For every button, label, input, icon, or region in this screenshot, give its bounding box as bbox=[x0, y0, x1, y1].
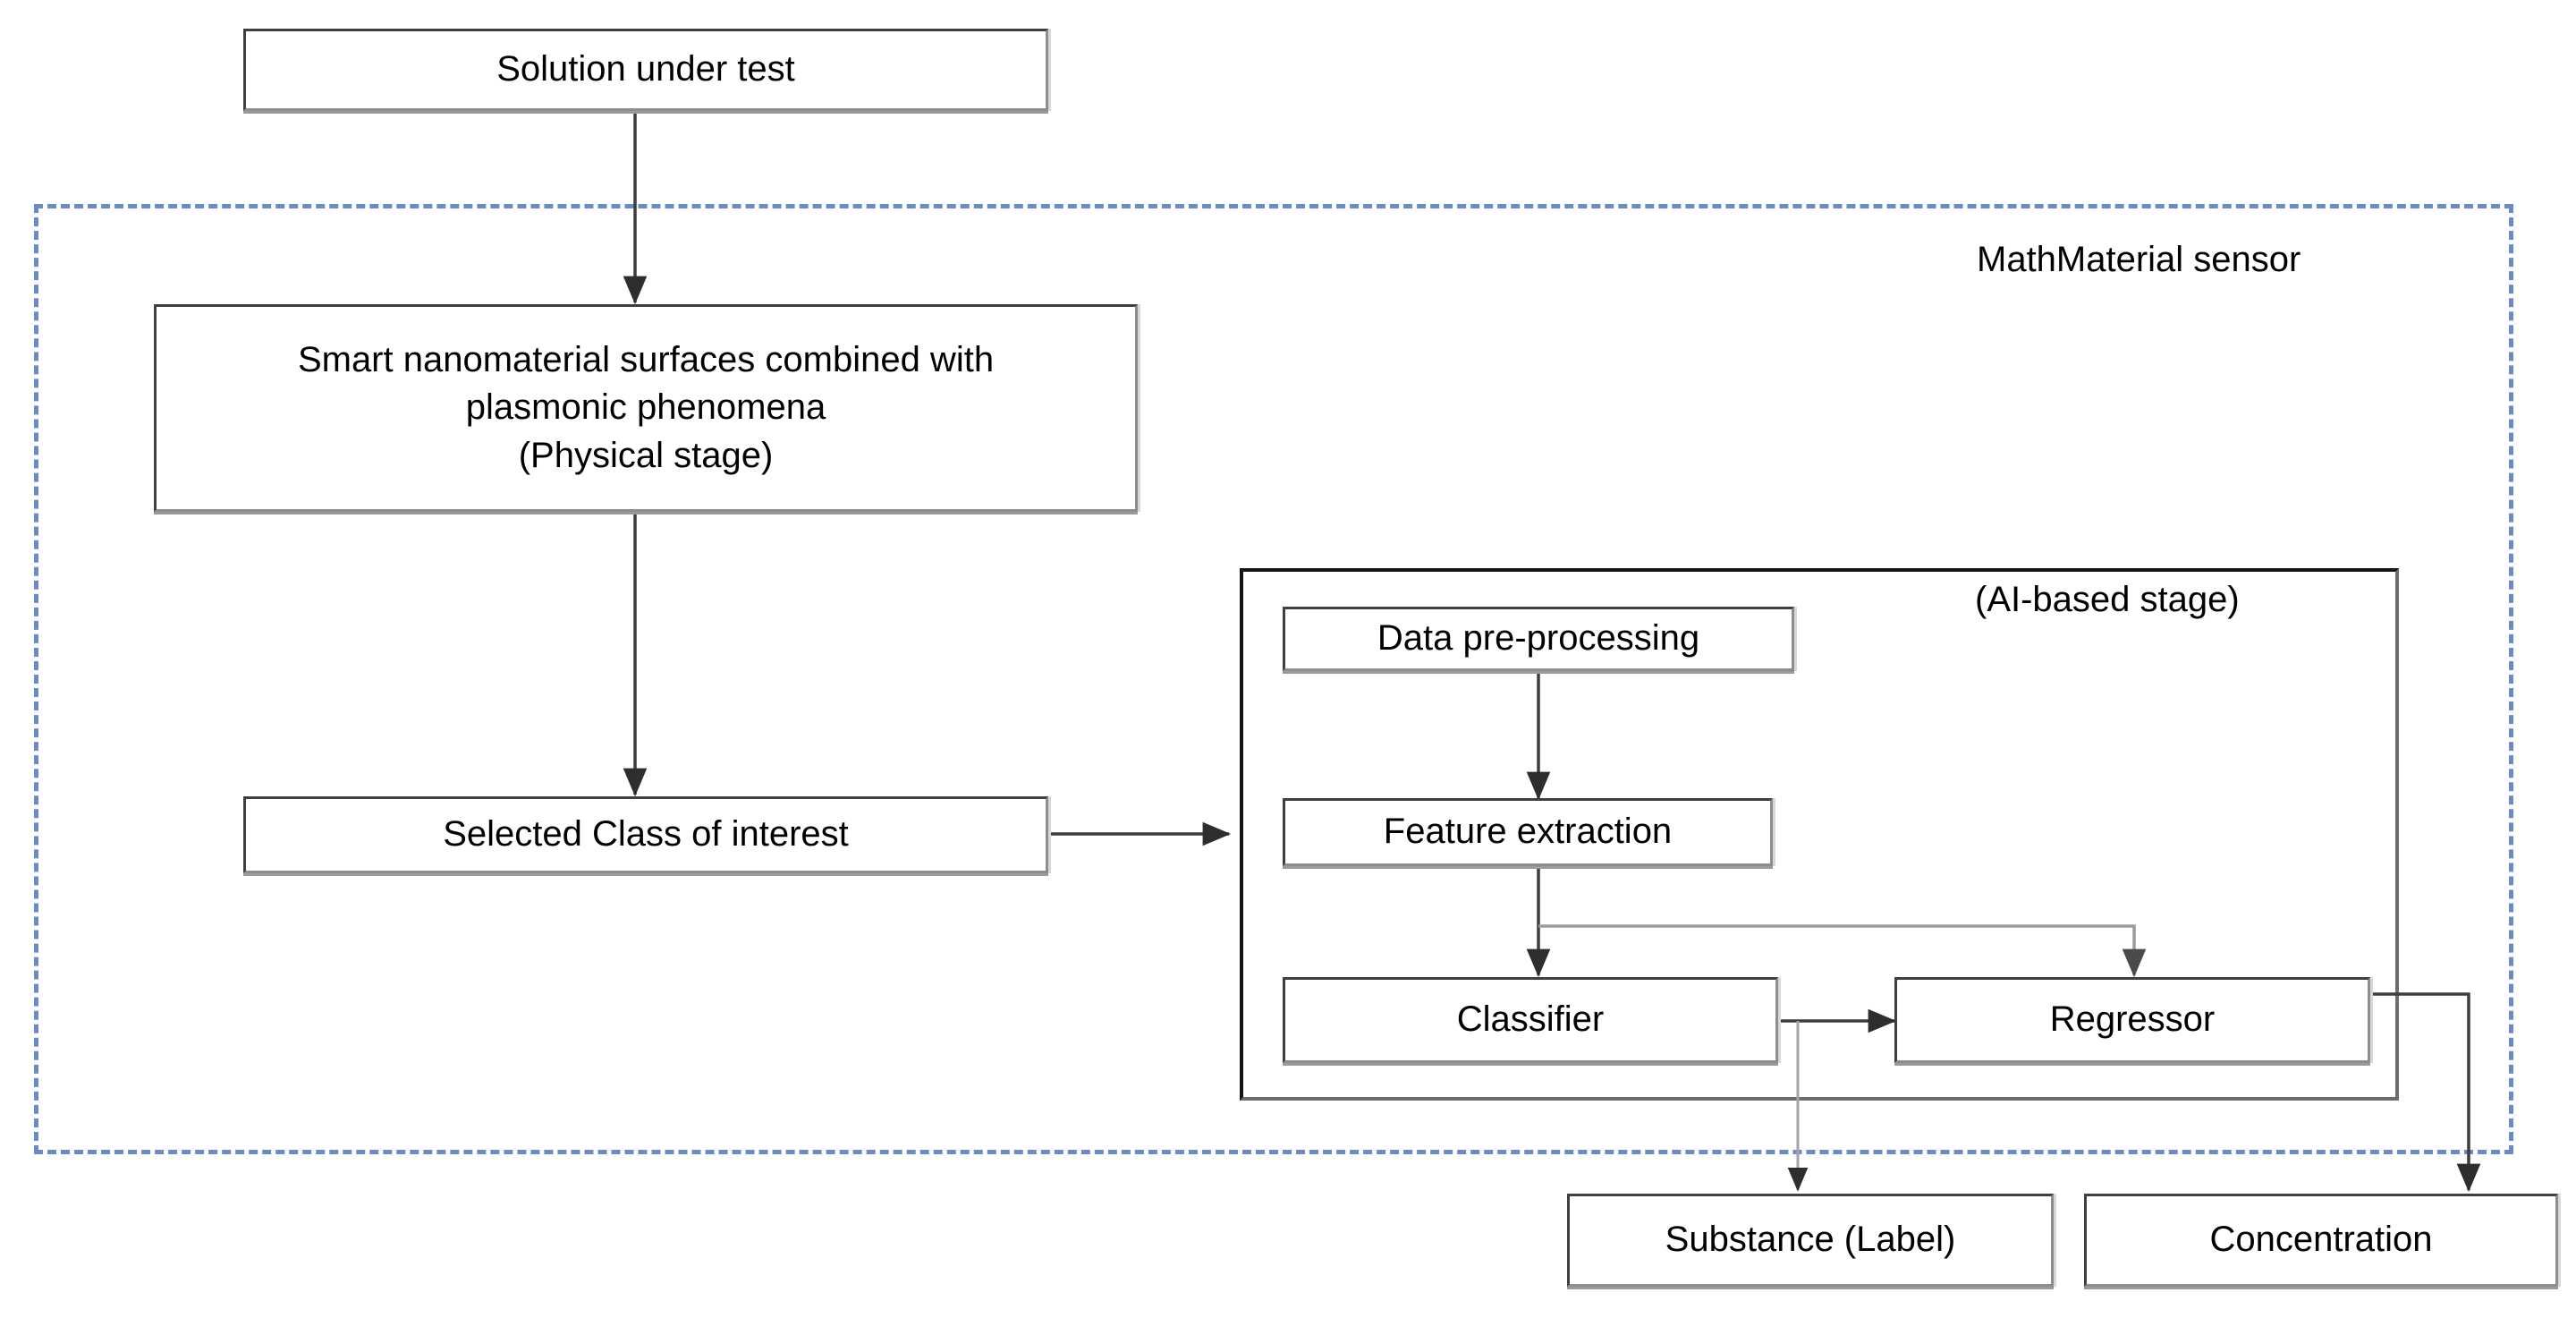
ai-based-stage-label: (AI-based stage) bbox=[1975, 580, 2240, 619]
mathmaterial-sensor-label: MathMaterial sensor bbox=[1977, 240, 2301, 279]
node-data-pre-processing[interactable]: Data pre-processing bbox=[1283, 607, 1794, 671]
node-label: Classifier bbox=[1456, 999, 1605, 1040]
node-label: Regressor bbox=[2049, 999, 2216, 1040]
node-physical-stage[interactable]: Smart nanomaterial surfaces combined wit… bbox=[154, 304, 1138, 512]
mathmaterial-sensor-boundary bbox=[34, 204, 2513, 1154]
node-selected-class-of-interest[interactable]: Selected Class of interest bbox=[243, 796, 1048, 873]
node-label: Solution under test bbox=[496, 49, 795, 89]
node-substance-label[interactable]: Substance (Label) bbox=[1567, 1194, 2054, 1287]
node-label: Feature extraction bbox=[1383, 812, 1673, 852]
node-label: Selected Class of interest bbox=[443, 814, 849, 855]
node-regressor[interactable]: Regressor bbox=[1894, 977, 2370, 1063]
node-label: Data pre-processing bbox=[1377, 618, 1700, 659]
edge-feature-to-regressor bbox=[1538, 924, 2147, 978]
edge-regressor-to-concentration bbox=[2368, 992, 2481, 1193]
node-solution-under-test[interactable]: Solution under test bbox=[243, 29, 1048, 111]
ai-based-stage-group bbox=[1240, 568, 2399, 1101]
node-classifier[interactable]: Classifier bbox=[1283, 977, 1778, 1063]
node-feature-extraction[interactable]: Feature extraction bbox=[1283, 798, 1773, 866]
node-label: Smart nanomaterial surfaces combined wit… bbox=[297, 339, 995, 475]
node-label: Substance (Label) bbox=[1665, 1220, 1956, 1260]
node-concentration[interactable]: Concentration bbox=[2084, 1194, 2558, 1287]
node-label: Concentration bbox=[2209, 1220, 2433, 1260]
